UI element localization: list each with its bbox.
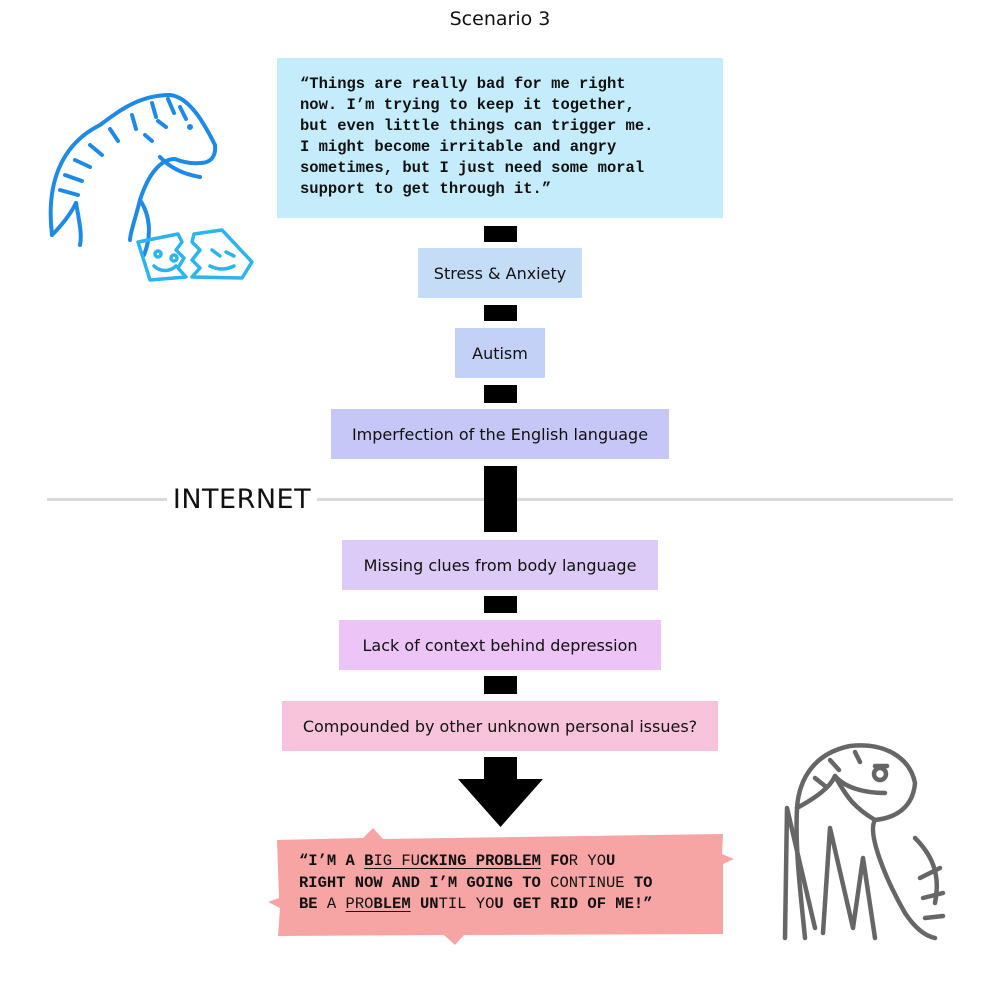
connector-bar bbox=[484, 596, 517, 613]
outcome-segment: RIGHT NOW AND I’M GOING TO bbox=[299, 873, 551, 892]
outcome-line: “I’M A BIG FUCKING PROBLEM FOR YOU bbox=[299, 851, 719, 873]
outcome-segment: A bbox=[326, 895, 346, 913]
step-english-language: Imperfection of the English language bbox=[331, 409, 669, 459]
outcome-speech-bubble bbox=[268, 828, 734, 945]
step-personal-issues: Compounded by other unknown personal iss… bbox=[282, 701, 718, 751]
internet-label: INTERNET bbox=[167, 482, 317, 518]
outcome-segment bbox=[411, 895, 420, 913]
outcome-segment: BLEM bbox=[373, 895, 411, 913]
outcome-segment: UN bbox=[419, 895, 439, 913]
outcome-segment: TO bbox=[624, 873, 653, 892]
step-body-language: Missing clues from body language bbox=[342, 540, 658, 590]
connector-bar bbox=[484, 466, 517, 532]
step-context-depression: Lack of context behind depression bbox=[339, 620, 661, 670]
step-autism: Autism bbox=[455, 328, 545, 378]
outcome-segment: CONTINUE bbox=[550, 873, 625, 892]
outcome-segment: FO bbox=[550, 852, 569, 870]
divider-line-right bbox=[317, 498, 484, 501]
down-arrow-icon bbox=[458, 757, 543, 827]
blue-dinosaur-illustration bbox=[48, 93, 218, 257]
connector-bar bbox=[484, 305, 517, 321]
outcome-line: RIGHT NOW AND I’M GOING TO CONTINUE TO bbox=[299, 873, 719, 895]
divider-line-right bbox=[517, 498, 953, 501]
step-stress-anxiety: Stress & Anxiety bbox=[418, 248, 582, 298]
outcome-segment: PRO bbox=[345, 895, 374, 913]
outcome-segment: GET RID OF ME!” bbox=[512, 895, 653, 913]
original-message-quote: “Things are really bad for me right now.… bbox=[277, 58, 723, 218]
connector-bar bbox=[484, 226, 517, 242]
page-title: Scenario 3 bbox=[449, 8, 551, 30]
outcome-segment: TIL YO bbox=[438, 895, 495, 913]
outcome-segment: U bbox=[606, 852, 616, 870]
outcome-segment: “I’M A bbox=[299, 852, 365, 870]
outcome-segment: R YO bbox=[568, 852, 607, 870]
connector-bar bbox=[484, 385, 517, 403]
divider-line-left bbox=[47, 498, 167, 501]
torn-paper-faces-illustration bbox=[136, 228, 254, 282]
gray-dinosaur-illustration bbox=[782, 743, 946, 941]
outcome-segment: IG FU bbox=[373, 852, 420, 870]
outcome-line: BE A PROBLEM UNTIL YOU GET RID OF ME!” bbox=[299, 894, 719, 916]
outcome-segment: U bbox=[494, 895, 513, 913]
connector-bar bbox=[484, 676, 517, 694]
outcome-segment bbox=[541, 852, 550, 870]
outcome-segment: CKING PROBLEM bbox=[419, 852, 541, 870]
outcome-segment: BE bbox=[299, 895, 327, 913]
outcome-segment: B bbox=[364, 852, 374, 870]
